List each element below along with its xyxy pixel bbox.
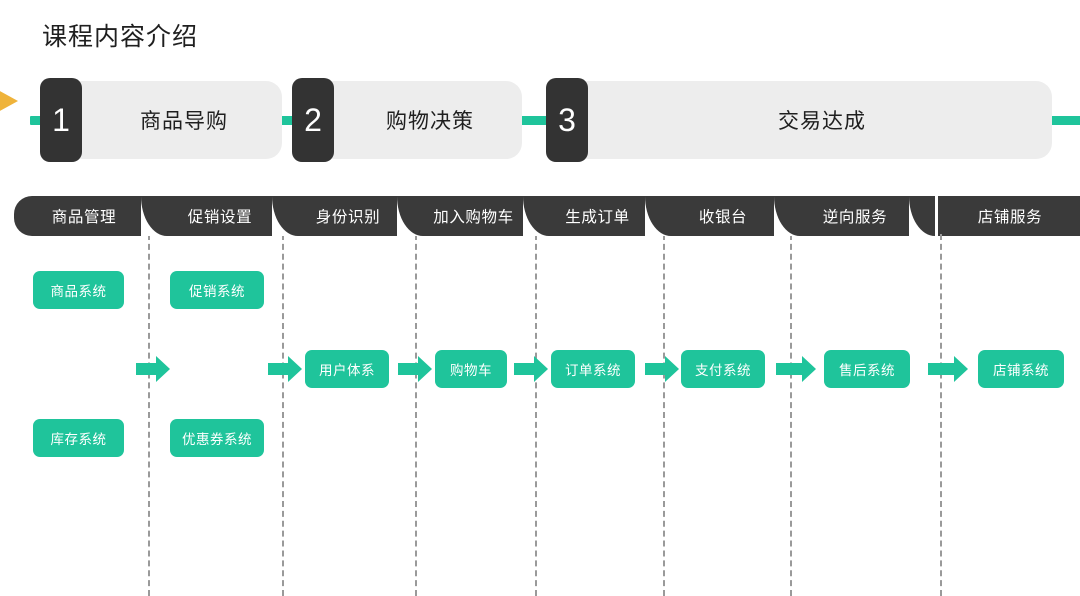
phase-card-1[interactable]: 商品导购 1 [40, 78, 286, 162]
phase-card-body: 交易达成 [572, 81, 1052, 159]
stage-segment-4[interactable]: 加入购物车 [411, 196, 536, 236]
system-box-top-1[interactable]: 商品系统 [33, 271, 124, 309]
stage-segment-8[interactable]: 店铺服务 [938, 196, 1080, 236]
stage-notch [397, 196, 423, 236]
stage-notch [774, 196, 800, 236]
flow-arrow-right-icon [776, 356, 816, 382]
system-box-mid-1[interactable]: 用户体系 [305, 350, 389, 388]
phase-card-3[interactable]: 交易达成 3 [546, 78, 1056, 162]
system-box-mid-5[interactable]: 售后系统 [824, 350, 910, 388]
system-box-bottom-1[interactable]: 库存系统 [33, 419, 124, 457]
system-box-mid-3[interactable]: 订单系统 [551, 350, 635, 388]
system-box-bottom-2[interactable]: 优惠券系统 [170, 419, 264, 457]
phase-rail-segment [268, 116, 310, 125]
system-box-top-2[interactable]: 促销系统 [170, 271, 264, 309]
phase-label: 商品导购 [140, 110, 228, 133]
stage-label: 店铺服务 [977, 209, 1043, 226]
stage-label: 促销设置 [187, 209, 253, 226]
system-box-label: 优惠券系统 [182, 432, 252, 447]
stage-label: 收银台 [698, 209, 748, 226]
flow-arrow-right-icon [268, 356, 302, 382]
system-box-label: 售后系统 [839, 363, 895, 378]
stage-label: 身份识别 [315, 209, 381, 226]
flow-arrow-right-icon [514, 356, 548, 382]
system-box-mid-2[interactable]: 购物车 [435, 350, 507, 388]
page-title: 课程内容介绍 [42, 23, 199, 51]
stage-notch [272, 196, 298, 236]
flow-arrow-right-icon [136, 356, 170, 382]
phase-number: 3 [546, 78, 588, 162]
phase-rail-segment [520, 116, 562, 125]
stage-notch [523, 196, 549, 236]
phase-strip: 商品导购 1 购物决策 2 交易达成 3 [0, 78, 1080, 164]
column-divider [148, 234, 150, 596]
stage-notch [645, 196, 671, 236]
stage-segment-7[interactable]: 逆向服务 [788, 196, 922, 236]
system-box-label: 购物车 [450, 363, 492, 378]
triangle-right-marker-icon [0, 78, 18, 124]
stage-segment-3[interactable]: 身份识别 [286, 196, 410, 236]
phase-label: 交易达成 [778, 110, 866, 133]
stage-segment-1[interactable]: 商品管理 [14, 196, 154, 236]
flow-arrow-right-icon [398, 356, 432, 382]
system-box-mid-6[interactable]: 店铺系统 [978, 350, 1064, 388]
phase-number: 1 [40, 78, 82, 162]
phase-rail-segment [1048, 116, 1080, 125]
stage-notch [909, 196, 935, 236]
column-divider [282, 234, 284, 596]
column-divider [940, 234, 942, 596]
phase-card-2[interactable]: 购物决策 2 [292, 78, 526, 162]
column-divider [535, 234, 537, 596]
system-box-label: 支付系统 [695, 363, 751, 378]
stage-segment-5[interactable]: 生成订单 [537, 196, 658, 236]
flow-arrow-right-icon [928, 356, 968, 382]
stage-segment-2[interactable]: 促销设置 [155, 196, 285, 236]
system-box-label: 用户体系 [319, 363, 375, 378]
phase-number: 2 [292, 78, 334, 162]
system-box-label: 商品系统 [50, 284, 107, 299]
phase-card-body: 商品导购 [66, 81, 282, 159]
system-box-mid-4[interactable]: 支付系统 [681, 350, 765, 388]
system-box-label: 库存系统 [50, 432, 107, 447]
phase-card-body: 购物决策 [318, 81, 522, 159]
stage-label: 逆向服务 [822, 209, 888, 226]
column-divider [790, 234, 792, 596]
system-box-label: 促销系统 [189, 284, 245, 299]
stage-label: 生成订单 [565, 209, 630, 226]
stage-notch [141, 196, 167, 236]
column-divider [415, 234, 417, 596]
system-box-label: 店铺系统 [993, 363, 1049, 378]
stage-segment-6[interactable]: 收银台 [659, 196, 787, 236]
flow-arrow-right-icon [645, 356, 679, 382]
stage-label: 商品管理 [51, 209, 117, 226]
system-box-label: 订单系统 [565, 363, 621, 378]
stage-banner: 商品管理 促销设置 身份识别 加入购物车 生成订单 收银台 逆向服务 店铺服务 [0, 196, 1080, 236]
column-divider [663, 234, 665, 596]
phase-label: 购物决策 [386, 110, 474, 133]
stage-label: 加入购物车 [433, 209, 514, 226]
